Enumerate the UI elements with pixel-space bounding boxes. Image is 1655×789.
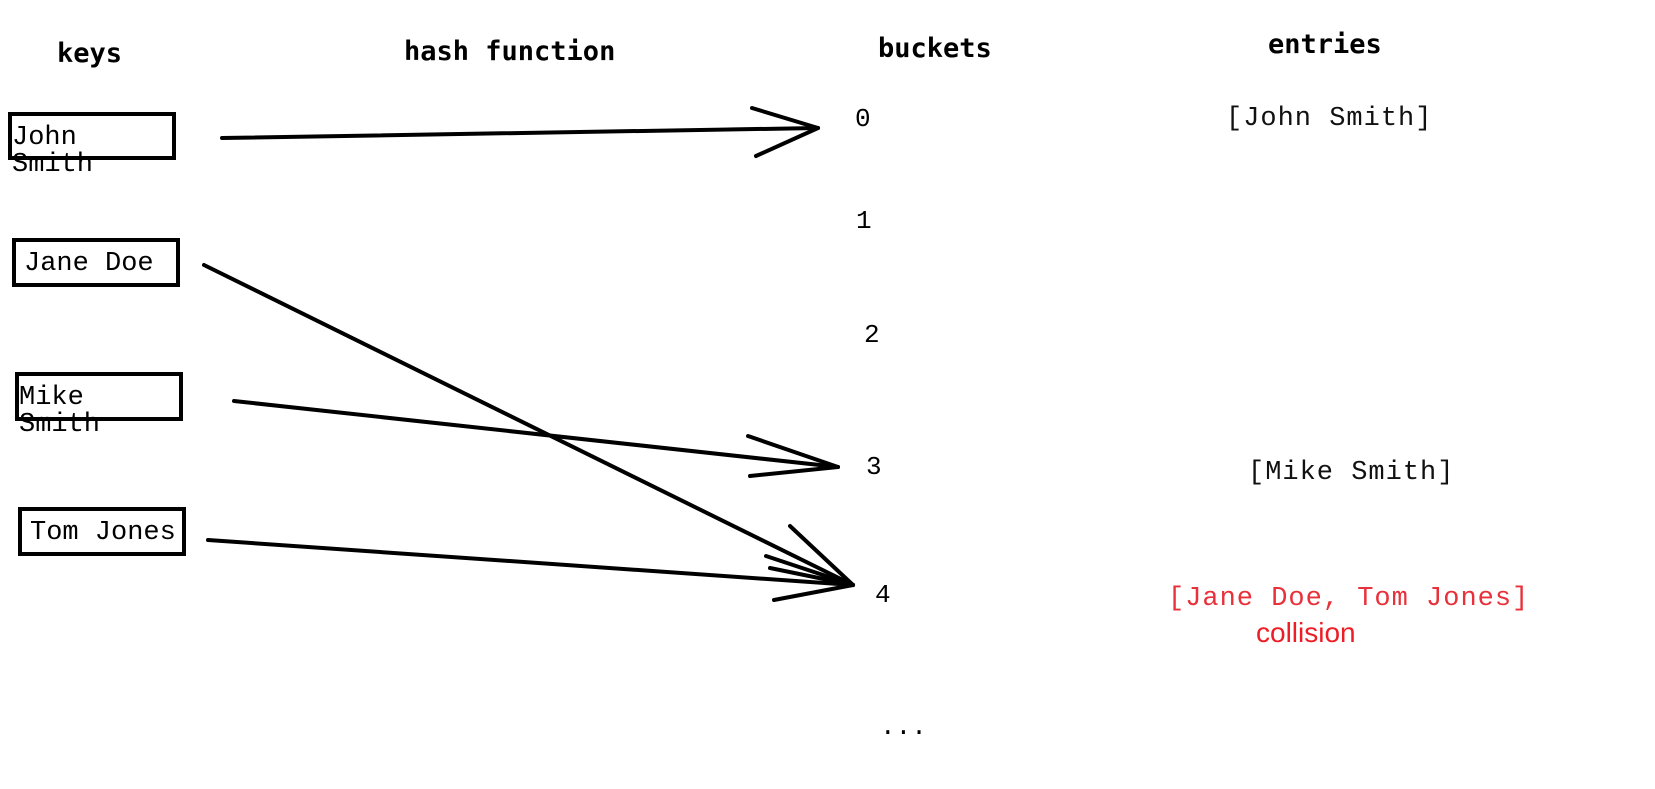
buckets-header: buckets [878, 33, 992, 64]
key-box-tom-jones: Tom Jones [18, 507, 186, 556]
key-label: Jane Doe [24, 249, 154, 279]
key-label: Tom Jones [30, 518, 176, 548]
bucket-index-0: 0 [855, 104, 871, 134]
key-box-jane-doe: Jane Doe [12, 238, 180, 287]
entry-bucket-3: [Mike Smith] [1248, 458, 1455, 488]
keys-header: keys [57, 38, 123, 69]
hash-function-header: hash function [404, 36, 616, 67]
entries-header: entries [1268, 29, 1382, 60]
bucket-index-4: 4 [875, 580, 891, 610]
collision-label: collision [1256, 617, 1356, 648]
arrow-tom-jones-to-bucket-4 [206, 538, 855, 602]
key-label: John Smith [12, 123, 94, 180]
key-box-mike-smith: Mike Smith [15, 372, 183, 439]
entry-bucket-0: [John Smith] [1226, 104, 1433, 134]
key-box-john-smith: John Smith [8, 112, 176, 179]
bucket-index-2: 2 [864, 320, 880, 350]
arrow-john-smith-to-bucket-0 [220, 106, 820, 158]
bucket-index-1: 1 [856, 206, 872, 236]
bucket-index-3: 3 [866, 452, 882, 482]
arrow-jane-doe-to-bucket-4 [202, 263, 855, 587]
key-label: Mike Smith [19, 383, 101, 440]
entry-bucket-4: [Jane Doe, Tom Jones] [1168, 584, 1530, 614]
arrow-mike-smith-to-bucket-3 [232, 399, 840, 478]
bucket-ellipsis: ... [880, 712, 927, 742]
